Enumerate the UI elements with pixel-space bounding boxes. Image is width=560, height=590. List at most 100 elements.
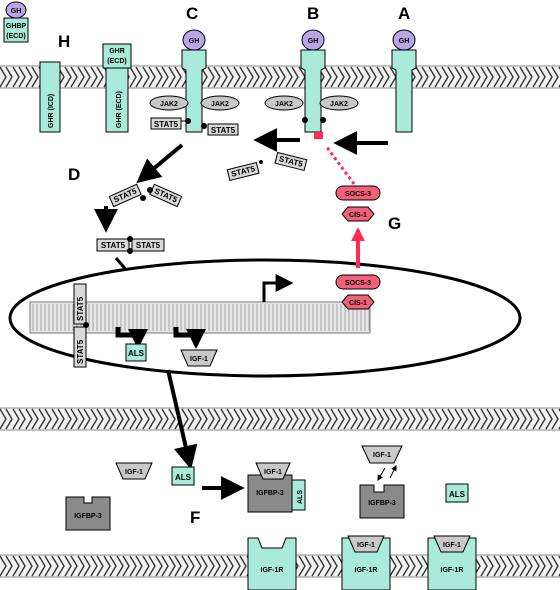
mem2-lipid	[103, 408, 117, 430]
stat5-dna-phosphate	[83, 322, 89, 328]
mem3-lipid	[194, 555, 208, 577]
label-f: F	[190, 508, 200, 527]
mem2-lipid	[415, 408, 429, 430]
receptor-c-phosphate-left	[185, 118, 191, 124]
cell-membrane-middle	[0, 407, 560, 431]
mem2-lipid	[246, 408, 260, 430]
mem2-lipid	[454, 408, 468, 430]
mem2-lipid	[428, 408, 442, 430]
nucleus-als-label: ALS	[128, 349, 145, 358]
igf1r-bound-2-ligand-label: IGF-1	[443, 542, 461, 549]
transcription-arrow-socs	[262, 274, 294, 302]
igf1r-bound-1-label: IGF-1R	[355, 567, 378, 574]
mem1-lipid	[467, 66, 481, 88]
complex-als-label: ALS	[297, 490, 304, 504]
mem3-lipid	[116, 555, 130, 577]
mem2-lipid	[298, 408, 312, 430]
receptor-b-gh-text: GH	[308, 38, 319, 45]
stat5-h-left	[96, 238, 130, 252]
label-b: B	[307, 4, 319, 23]
mem3-lipid	[142, 555, 156, 577]
free-igfbp3	[65, 496, 111, 531]
receptor-c-jak2-left-label: JAK2	[160, 101, 178, 108]
mem1-band	[0, 66, 560, 88]
dissociating-igf1-label: IGF-1	[373, 452, 391, 459]
mem3-lipid	[480, 555, 494, 577]
receptor-b-socs-block	[314, 132, 323, 139]
mem2-lipid	[0, 408, 13, 430]
transcription-arrow-igf1	[173, 327, 206, 349]
mem3-lipid	[545, 555, 559, 577]
mem1-lipid	[0, 66, 13, 88]
mem3-lipid	[493, 555, 507, 577]
mem2-lipid	[337, 408, 351, 430]
mem1-lipid	[155, 66, 169, 88]
dna-strip-hatching	[32, 304, 370, 331]
free-als-label: ALS	[175, 473, 192, 482]
mem2-lipid	[25, 408, 39, 430]
label-d: D	[68, 165, 80, 184]
arrow-igf1-bind	[377, 467, 386, 482]
mem2-lipid	[142, 408, 156, 430]
socs3-upper-label: SOCS-3	[345, 191, 371, 198]
cis1-lower	[341, 294, 375, 310]
stat5-d-phosphate-2	[147, 187, 153, 193]
ternary-complex: IGFBP-3 IGF-1 ALS	[247, 462, 306, 513]
igf1r-empty-body	[247, 537, 297, 590]
mem1-lipid	[363, 66, 377, 88]
mem3-lipid	[532, 555, 546, 577]
socs-inhibition-dotted	[324, 145, 356, 185]
mem3-lipid	[519, 555, 533, 577]
mem3-lipid	[25, 555, 39, 577]
mem2-lipid	[12, 408, 26, 430]
dissociating-igfbp3-label: IGFBP-3	[368, 500, 396, 507]
mem1-lipid	[519, 66, 533, 88]
stat5-h-right-label: STAT5	[136, 241, 161, 250]
stat5-dna-upper-label: STAT5	[76, 296, 85, 321]
ghr-ecd-vertical-label: GHR (ECD)	[116, 91, 123, 128]
mem2-lipid	[402, 408, 416, 430]
stat5-dimer-d: STAT5 STAT5	[108, 183, 183, 208]
mem1-lipid	[90, 66, 104, 88]
mem2-lipid	[311, 408, 325, 430]
receptor-b-phosphate-left	[302, 117, 308, 123]
mem2-lipid	[220, 408, 234, 430]
mem2-lipid	[272, 408, 286, 430]
mem2-lipid	[51, 408, 65, 430]
mem3-lipid	[155, 555, 169, 577]
stat5-d-left	[108, 183, 142, 208]
mem3-lipid	[181, 555, 195, 577]
receptor-b-jak2-left	[264, 95, 304, 111]
receptor-c-stat5-left	[150, 117, 182, 130]
receptor-c-stat5-right-label: STAT5	[211, 126, 236, 135]
receptor-b-jak2-left-label: JAK2	[275, 101, 293, 108]
complex-igfbp3-label: IGFBP-3	[256, 490, 284, 497]
released-als	[445, 483, 469, 503]
receptor-c-stat5-right	[207, 123, 239, 136]
mem2-lipid	[467, 408, 481, 430]
mem2-lipid	[77, 408, 91, 430]
mem2-lipid	[545, 408, 559, 430]
mem2-lipid	[389, 408, 403, 430]
complex-igf1	[255, 462, 291, 480]
ghr-ecd-receptor: GHR (ECD) GHR (ECD)	[102, 43, 132, 133]
free-stat5-left	[226, 161, 260, 182]
mem2-lipid	[506, 408, 520, 430]
mem2-lipid	[90, 408, 104, 430]
ghr-ecd-label: GHR	[109, 48, 125, 55]
mem1-lipid	[441, 66, 455, 88]
ghr-icd-body	[39, 61, 61, 133]
receptor-b-jak2-right-label: JAK2	[330, 101, 348, 108]
label-h: H	[58, 32, 70, 51]
arrow-c-to-d	[136, 143, 184, 184]
mem1-lipid	[246, 66, 260, 88]
stat5-dna-lower	[73, 326, 87, 368]
mem2-lipid	[350, 408, 364, 430]
dissociating-igf1	[361, 445, 403, 464]
mem3-lipid	[298, 555, 312, 577]
mem2-lipid	[324, 408, 338, 430]
mem1-lipid	[376, 66, 390, 88]
ghbp-gh-text: GH	[11, 8, 22, 15]
nucleus-als	[125, 343, 147, 362]
mem2-lipid	[116, 408, 130, 430]
